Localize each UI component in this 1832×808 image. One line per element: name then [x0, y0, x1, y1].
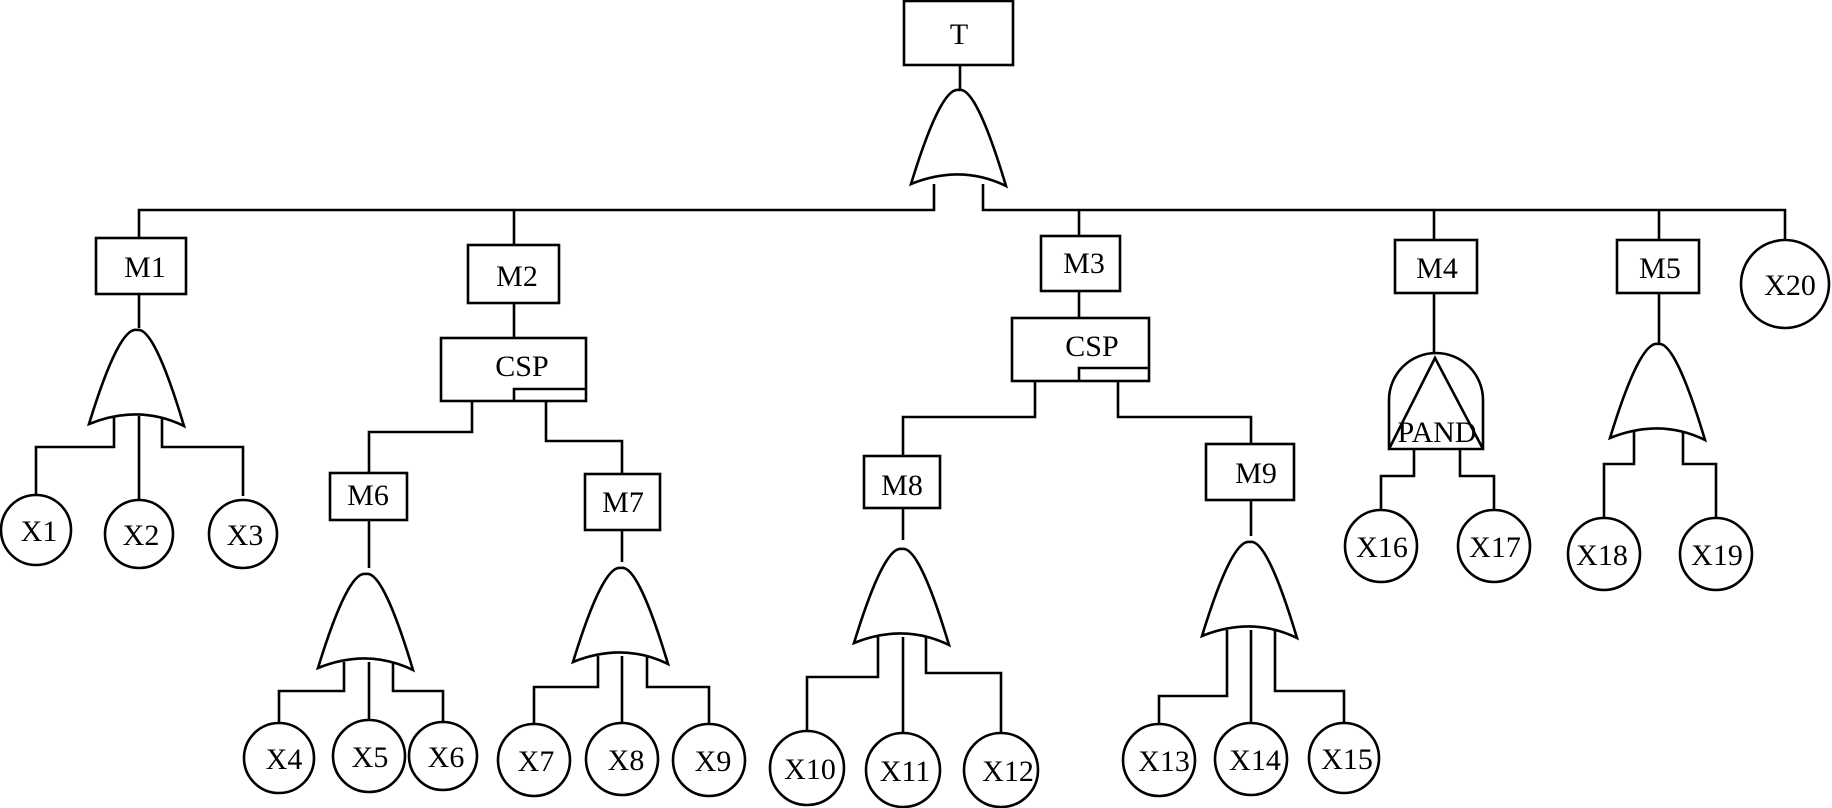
event-label: M4	[1416, 252, 1458, 285]
event-label: M3	[1063, 247, 1105, 280]
or-gate-m1	[86, 328, 187, 429]
top-event-box: T	[902, 0, 1015, 67]
event-box-m5: M5	[1615, 238, 1701, 295]
basic-event-x5: X5	[331, 718, 407, 794]
csp-gate-label: CSP	[1065, 330, 1118, 363]
basic-event-x15: X15	[1307, 721, 1381, 795]
connectors	[34, 65, 1787, 734]
svg-text:X16: X16	[1356, 531, 1408, 564]
svg-text:X4: X4	[266, 743, 303, 776]
basic-event-x10: X10	[768, 729, 846, 807]
csp-gate-m3: CSP	[1010, 316, 1151, 383]
svg-text:X5: X5	[352, 741, 389, 774]
svg-text:X2: X2	[123, 519, 160, 552]
csp-gate-m2: CSP	[439, 336, 588, 403]
svg-text:X12: X12	[982, 755, 1034, 788]
event-label: M9	[1235, 457, 1277, 490]
or-gate-m8	[851, 547, 952, 648]
event-box-m1: M1	[94, 236, 188, 296]
svg-text:X10: X10	[784, 753, 836, 786]
svg-text:X1: X1	[21, 515, 58, 548]
top-event-label: T	[950, 18, 968, 51]
or-gate-top	[908, 88, 1009, 189]
basic-event-x6: X6	[407, 720, 479, 792]
event-box-m3: M3	[1039, 234, 1122, 293]
svg-text:X8: X8	[608, 744, 645, 777]
basic-event-x11: X11	[864, 731, 942, 808]
basic-event-x2: X2	[103, 498, 175, 570]
basic-event-x20: X20	[1739, 238, 1831, 330]
or-gate-m5	[1607, 342, 1708, 443]
basic-event-x4: X4	[242, 721, 316, 795]
svg-text:X3: X3	[227, 519, 264, 552]
svg-text:X14: X14	[1229, 744, 1281, 777]
svg-text:X19: X19	[1691, 539, 1743, 572]
event-box-m6: M6	[328, 471, 409, 522]
basic-event-x19: X19	[1678, 516, 1754, 592]
or-gate-m6	[315, 572, 416, 673]
event-box-m9: M9	[1204, 442, 1296, 502]
basic-event-x18: X18	[1566, 516, 1642, 592]
basic-event-x17: X17	[1456, 508, 1532, 584]
pand-gate-label: PAND	[1398, 416, 1477, 449]
event-box-m2: M2	[466, 243, 561, 305]
svg-text:X18: X18	[1576, 539, 1628, 572]
svg-text:X13: X13	[1138, 745, 1190, 778]
svg-text:X7: X7	[518, 745, 555, 778]
event-label: M6	[347, 479, 389, 512]
basic-event-x3: X3	[207, 498, 279, 570]
event-label: M7	[602, 486, 644, 519]
svg-text:X17: X17	[1469, 531, 1521, 564]
basic-event-x8: X8	[584, 721, 660, 797]
basic-event-x16: X16	[1343, 508, 1419, 584]
event-label: M8	[881, 469, 923, 502]
pand-gate-m4: PAND	[1387, 351, 1485, 451]
or-gate-m7	[570, 566, 671, 667]
svg-text:X15: X15	[1321, 743, 1373, 776]
basic-event-x13: X13	[1121, 722, 1197, 798]
basic-event-x12: X12	[962, 731, 1040, 808]
event-box-m8: M8	[862, 454, 942, 510]
or-gate-m9	[1199, 540, 1300, 641]
basic-events: X1 X2 X3 X4 X5 X6 X7 X8	[0, 238, 1831, 808]
basic-event-x14: X14	[1213, 721, 1289, 797]
event-label: M5	[1639, 252, 1681, 285]
basic-event-x7: X7	[496, 722, 572, 798]
svg-text:X20: X20	[1764, 269, 1816, 302]
csp-gate-label: CSP	[495, 350, 548, 383]
basic-event-x1: X1	[0, 493, 73, 567]
event-label: M1	[124, 251, 166, 284]
event-label: M2	[496, 260, 538, 293]
svg-text:X9: X9	[695, 745, 732, 778]
event-box-m7: M7	[583, 472, 662, 532]
svg-text:X6: X6	[428, 741, 465, 774]
svg-text:X11: X11	[880, 755, 931, 788]
event-box-m4: M4	[1393, 238, 1479, 295]
basic-event-x9: X9	[671, 722, 747, 798]
